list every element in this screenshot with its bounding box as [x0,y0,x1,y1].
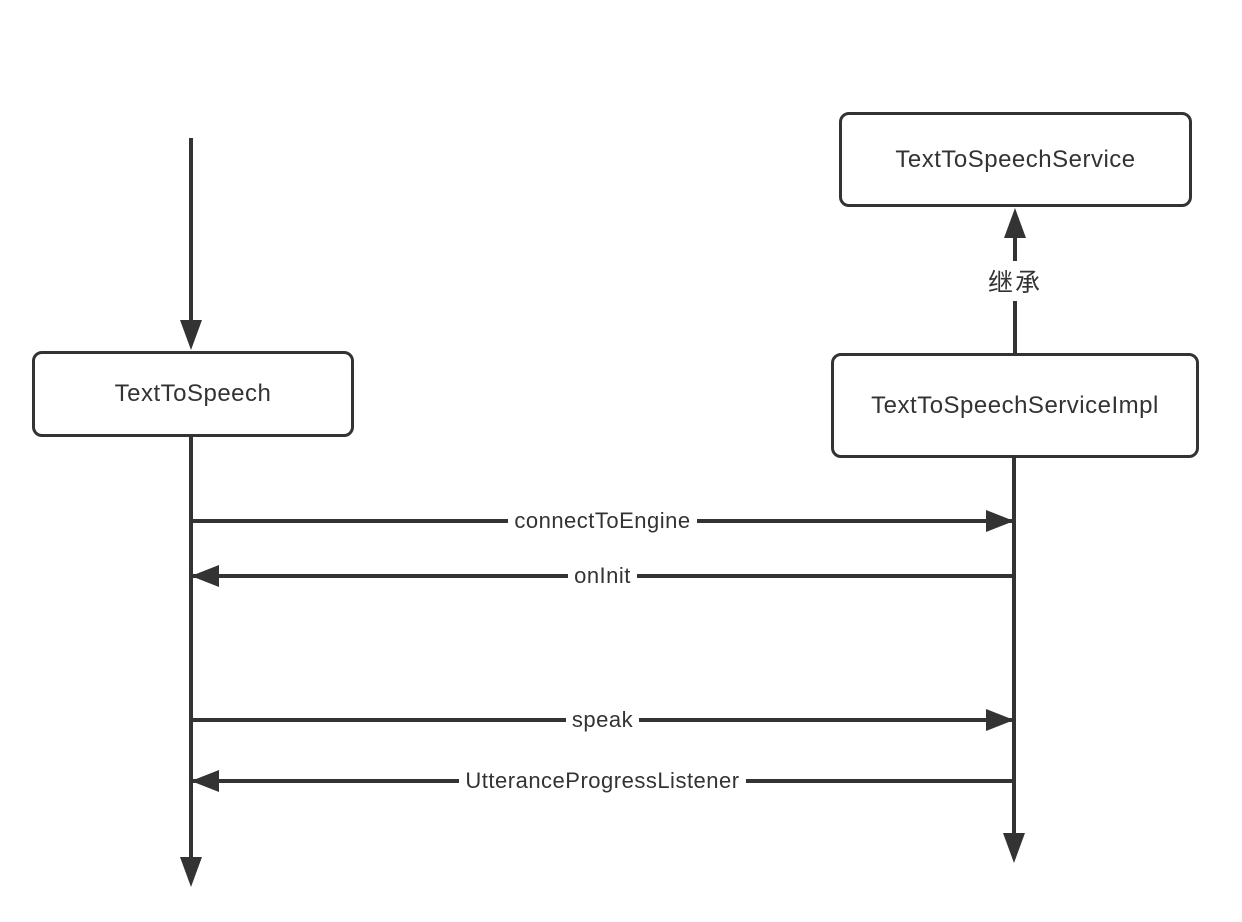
message-speak: speak [191,702,1014,738]
node-texttospeechservice-label: TextToSpeechService [895,145,1136,173]
node-texttospeech-label: TextToSpeech [114,380,272,407]
message-speak-arrowhead-right-icon [986,709,1014,731]
message-oninit: onInit [191,558,1014,594]
node-texttospeech: TextToSpeech [32,351,354,437]
message-oninit-arrowhead-left-icon [191,565,219,587]
message-connecttoengine-label: connectToEngine [508,503,697,539]
node-texttospeechservice: TextToSpeechService [839,112,1192,207]
inheritance-arrowhead-up-icon [1004,208,1026,238]
message-speak-label: speak [565,702,640,738]
lifeline-texttospeech [189,437,193,857]
message-connecttoengine: connectToEngine [191,503,1014,539]
message-utteranceprogresslistener-arrowhead-left-icon [191,770,219,792]
message-utteranceprogresslistener-label: UtteranceProgressListener [459,763,746,799]
start-arrow-line [189,138,193,322]
lifeline-texttospeechserviceimpl [1012,458,1016,833]
message-utteranceprogresslistener: UtteranceProgressListener [191,763,1014,799]
inheritance-label-wrap: 继承 [955,261,1075,301]
lifeline-texttospeech-arrowhead-down-icon [180,857,202,887]
lifeline-texttospeechserviceimpl-arrowhead-down-icon [1003,833,1025,863]
node-texttospeechserviceimpl: TextToSpeechServiceImpl [831,353,1199,458]
start-arrowhead-down-icon [180,320,202,350]
inheritance-label: 继承 [983,261,1046,301]
message-connecttoengine-arrowhead-right-icon [986,510,1014,532]
message-oninit-label: onInit [568,558,637,594]
node-texttospeechserviceimpl-label: TextToSpeechServiceImpl [871,391,1159,419]
